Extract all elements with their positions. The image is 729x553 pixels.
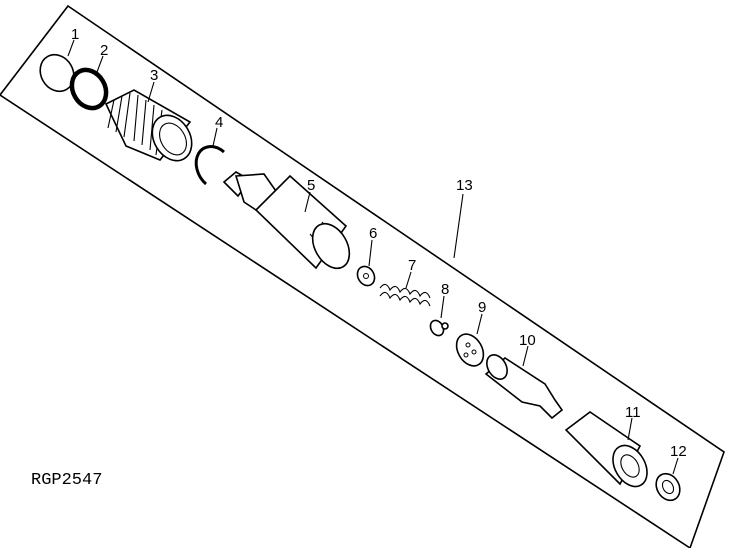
callout-6: 6 bbox=[369, 225, 377, 242]
part-8-valve bbox=[429, 319, 449, 337]
callout-8: 8 bbox=[441, 281, 449, 298]
callout-4: 4 bbox=[215, 114, 223, 131]
part-9-spacer bbox=[455, 333, 485, 367]
callout-2: 2 bbox=[100, 42, 108, 59]
figure-code: RGP2547 bbox=[31, 471, 102, 490]
part-3-nut bbox=[104, 89, 193, 162]
part-4-snap-ring bbox=[194, 145, 225, 186]
callout-11: 11 bbox=[625, 404, 641, 421]
part-2-o-ring bbox=[69, 67, 109, 111]
callout-10: 10 bbox=[519, 332, 536, 349]
callout-12: 12 bbox=[670, 443, 687, 460]
callout-1: 1 bbox=[71, 26, 79, 43]
part-6-washer bbox=[356, 265, 376, 287]
part-11-nozzle-nut bbox=[564, 411, 648, 488]
part-1-cap bbox=[39, 53, 75, 93]
callout-5: 5 bbox=[307, 177, 315, 194]
callout-7: 7 bbox=[408, 257, 416, 274]
leader-lines bbox=[67, 39, 679, 475]
part-5-body bbox=[222, 171, 351, 270]
callout-13: 13 bbox=[456, 177, 473, 194]
part-10-nozzle bbox=[484, 354, 564, 420]
callout-9: 9 bbox=[478, 299, 486, 316]
callout-3: 3 bbox=[150, 67, 158, 84]
part-7-spring bbox=[379, 283, 431, 307]
part-12-seal-washer bbox=[655, 472, 681, 502]
